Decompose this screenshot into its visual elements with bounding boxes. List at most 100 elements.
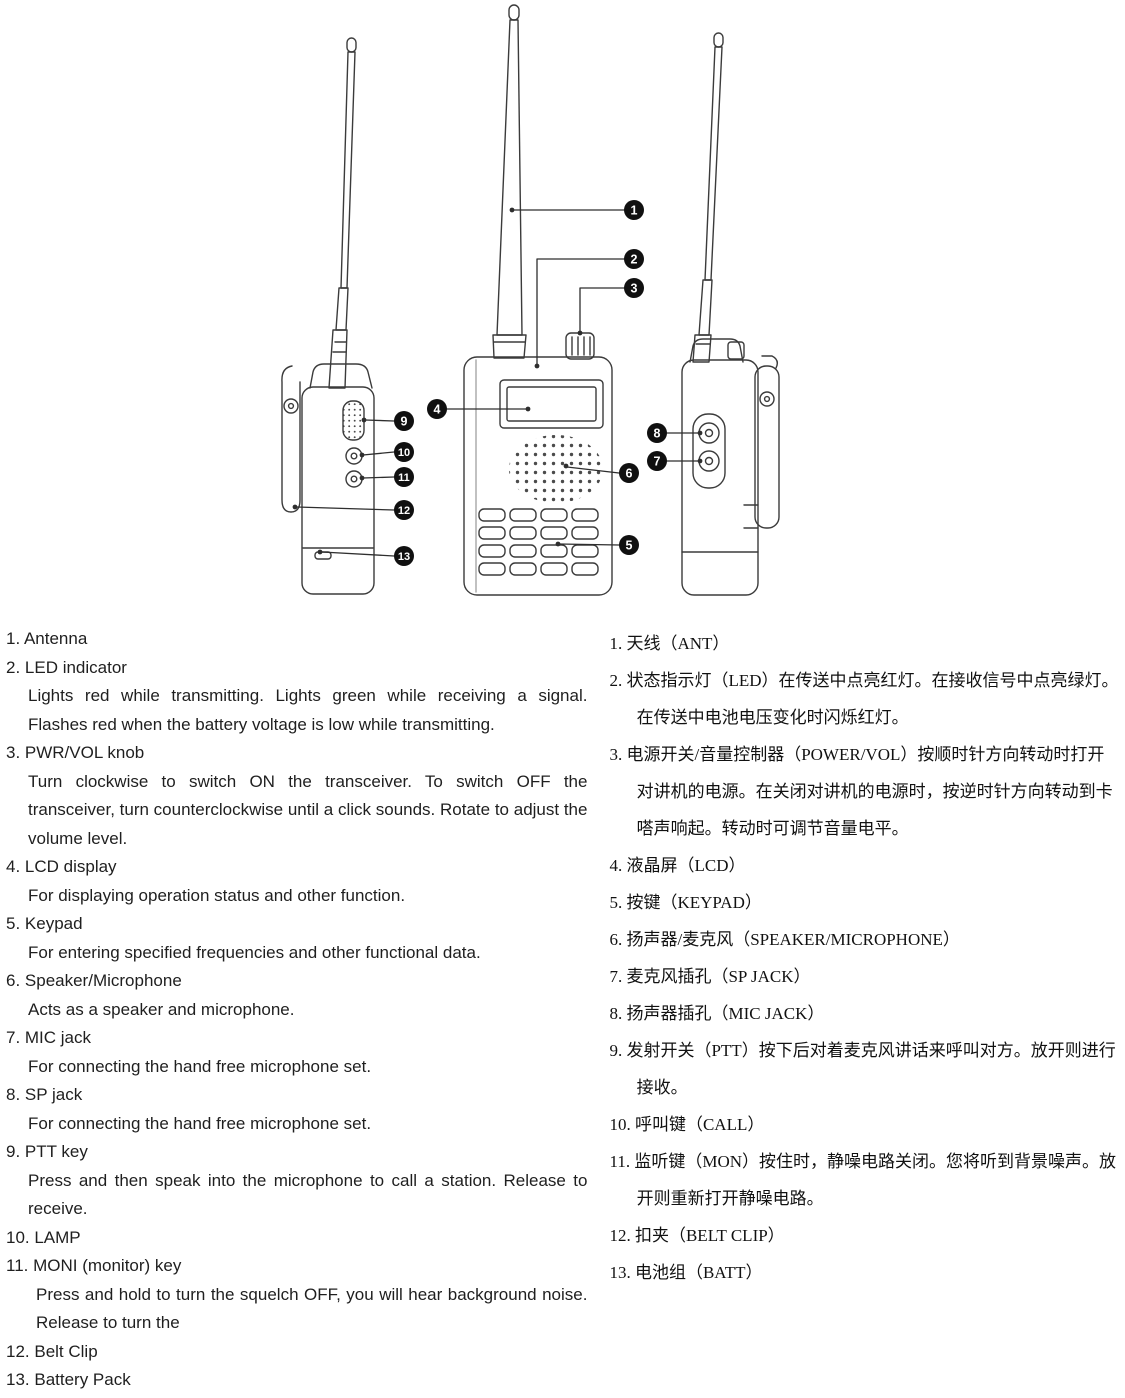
en-item-7: 7. MIC jack For connecting the hand free… (6, 1024, 587, 1081)
part-desc: For displaying operation status and othe… (28, 885, 406, 905)
part-desc: Turn clockwise to switch ON the transcei… (28, 771, 588, 848)
part-desc: Press and then speak into the microphone… (28, 1170, 588, 1219)
callout-3: 3 (624, 278, 644, 298)
radio-body-front (463, 356, 613, 596)
chinese-parts-list: 1. 天线（ANT） 2. 状态指示灯（LED）在传送中点亮红灯。在接收信号中点… (609, 625, 1121, 1291)
radio-body-left (301, 363, 375, 595)
zh-item-11: 11. 监听键（MON）按住时，静噪电路关闭。您将听到背景噪声。放开则重新打开静… (609, 1152, 1117, 1208)
speaker-microphone-grille (509, 435, 603, 503)
callout-2: 2 (624, 249, 644, 269)
antenna-front-icon (492, 4, 527, 359)
svg-text:13: 13 (398, 551, 410, 563)
part-desc: Lights red while transmitting. Lights gr… (28, 686, 588, 734)
lamp-key (345, 447, 363, 465)
part-title: 8. SP jack (6, 1085, 83, 1104)
svg-text:6: 6 (626, 467, 633, 481)
belt-clip-left (281, 365, 301, 513)
moni-key (345, 470, 363, 488)
svg-text:5: 5 (626, 539, 633, 553)
radio-front-view (463, 4, 613, 596)
en-item-4: 4. LCD display For displaying operation … (6, 853, 587, 910)
zh-item-3: 3. 电源开关/音量控制器（POWER/VOL）按顺时针方向转动时打开对讲机的电… (609, 745, 1113, 838)
part-title: 6. Speaker/Microphone (6, 971, 182, 990)
en-item-13: 13. Battery Pack (6, 1366, 587, 1395)
en-item-5: 5. Keypad For entering specified frequen… (6, 910, 587, 967)
part-title: 4. LCD display (6, 857, 117, 876)
callout-6: 6 (619, 463, 639, 483)
parts-description-columns: 1. Antenna 2. LED indicator Lights red w… (0, 615, 1125, 1395)
radio-right-side-view (681, 32, 780, 596)
part-title: 7. MIC jack (6, 1028, 92, 1047)
en-item-9: 9. PTT key Press and then speak into the… (6, 1138, 587, 1224)
ptt-key (342, 400, 365, 441)
svg-text:10: 10 (398, 447, 410, 459)
part-desc: For entering specified frequencies and o… (28, 942, 481, 962)
svg-text:9: 9 (401, 415, 408, 429)
part-title: 9. PTT key (6, 1142, 88, 1161)
svg-text:4: 4 (434, 403, 441, 417)
en-item-6: 6. Speaker/Microphone Acts as a speaker … (6, 967, 587, 1024)
antenna-right-icon (692, 32, 724, 363)
radio-left-side-view (281, 37, 375, 595)
en-item-12: 12. Belt Clip (6, 1338, 587, 1367)
zh-item-6: 6. 扬声器/麦克风（SPEAKER/MICROPHONE） (609, 930, 960, 949)
part-desc: For connecting the hand free microphone … (28, 1056, 372, 1076)
callout-5: 5 (619, 535, 639, 555)
part-title: 10. LAMP (6, 1227, 81, 1247)
en-item-2: 2. LED indicator Lights red while transm… (6, 654, 587, 740)
callout-leader-lines (296, 209, 700, 557)
callout-12: 12 (394, 500, 414, 520)
svg-text:3: 3 (631, 282, 638, 296)
part-title: 3. PWR/VOL knob (6, 743, 145, 762)
en-item-10: 10. LAMP (6, 1224, 587, 1253)
zh-item-2: 2. 状态指示灯（LED）在传送中点亮红灯。在接收信号中点亮绿灯。在传送中电池电… (609, 671, 1119, 727)
svg-text:12: 12 (398, 505, 410, 517)
lcd-display (499, 379, 604, 429)
zh-item-12: 12. 扣夹（BELT CLIP） (609, 1226, 785, 1245)
jack-panel (692, 413, 726, 489)
zh-item-4: 4. 液晶屏（LCD） (609, 856, 746, 875)
svg-text:2: 2 (631, 253, 638, 267)
part-desc: Acts as a speaker and microphone. (28, 999, 295, 1019)
zh-item-8: 8. 扬声器插孔（MIC JACK） (609, 1004, 825, 1023)
svg-text:1: 1 (631, 204, 638, 218)
part-desc: For connecting the hand free microphone … (28, 1113, 372, 1133)
radio-diagram: 1 2 3 4 5 6 7 8 9 10 11 12 13 (0, 0, 1125, 615)
callout-13: 13 (394, 546, 414, 566)
svg-text:8: 8 (654, 427, 661, 441)
callout-7: 7 (647, 451, 667, 471)
zh-item-9: 9. 发射开关（PTT）按下后对着麦克风讲话来呼叫对方。放开则进行接收。 (609, 1041, 1116, 1097)
radio-diagram-svg: 1 2 3 4 5 6 7 8 9 10 11 12 13 (281, 4, 780, 596)
zh-item-1: 1. 天线（ANT） (609, 634, 730, 653)
en-item-3: 3. PWR/VOL knob Turn clockwise to switch… (6, 739, 587, 853)
part-title: 5. Keypad (6, 914, 83, 933)
part-title: 13. Battery Pack (6, 1370, 131, 1389)
en-item-8: 8. SP jack For connecting the hand free … (6, 1081, 587, 1138)
zh-item-10: 10. 呼叫键（CALL） (609, 1115, 765, 1134)
radio-body-right (681, 338, 759, 596)
zh-item-13: 13. 电池组（BATT） (609, 1263, 763, 1282)
callout-10: 10 (394, 442, 414, 462)
en-item-1: 1. Antenna (6, 625, 587, 654)
zh-item-5: 5. 按键（KEYPAD） (609, 893, 762, 912)
part-title: 1. Antenna (6, 629, 88, 648)
english-parts-list: 1. Antenna 2. LED indicator Lights red w… (6, 625, 587, 1395)
callout-badges: 1 2 3 4 5 6 7 8 9 10 11 12 13 (394, 200, 667, 566)
callout-8: 8 (647, 423, 667, 443)
callout-leader-dots (292, 207, 703, 555)
antenna-left-icon (328, 37, 357, 389)
svg-text:7: 7 (654, 455, 661, 469)
keypad (478, 508, 599, 576)
part-title: 2. LED indicator (6, 657, 127, 677)
callout-11: 11 (394, 467, 414, 487)
callout-9: 9 (394, 411, 414, 431)
part-title: 12. Belt Clip (6, 1341, 98, 1361)
pwr-vol-knob (565, 332, 595, 360)
callout-4: 4 (427, 399, 447, 419)
part-desc: Press and hold to turn the squelch OFF, … (36, 1284, 588, 1333)
part-title: 11. MONI (monitor) key (6, 1256, 182, 1275)
belt-clip-right (754, 355, 780, 529)
en-item-11: 11. MONI (monitor) key Press and hold to… (6, 1252, 587, 1338)
svg-text:11: 11 (398, 472, 410, 484)
